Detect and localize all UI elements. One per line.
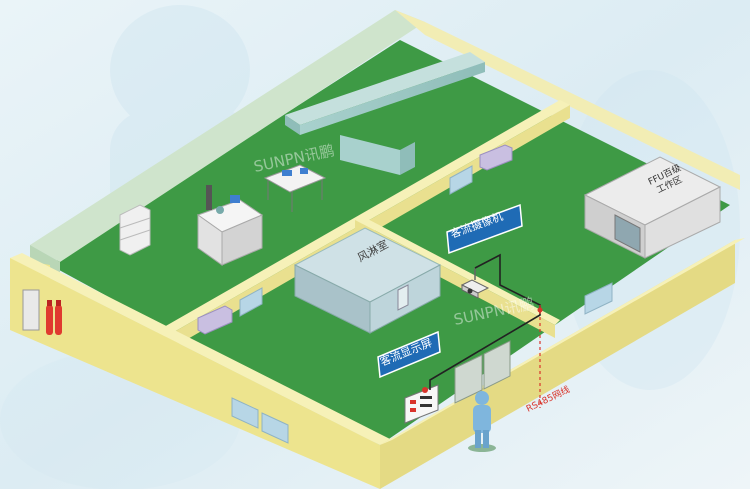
cable-lines: [429, 253, 543, 408]
worker-icon: [468, 391, 496, 452]
partition-wall-short: [355, 215, 560, 325]
front-windows: [231, 282, 613, 444]
wall-box-left: [197, 305, 233, 335]
lab-bench-icon: [196, 185, 264, 266]
back-wall-right: [395, 10, 740, 190]
entrance-door: [454, 340, 511, 404]
wall-box-right: [479, 144, 513, 171]
fire-extinguisher-icon: [22, 289, 62, 335]
back-wall-left: [30, 10, 425, 262]
partition-windows: [239, 165, 473, 317]
front-wall-right: [380, 240, 735, 489]
air-shower-room: 风淋室: [293, 227, 442, 334]
counter-camera-callout: 客流摄像机: [446, 203, 523, 255]
ffu-area: FFU百级 工作区: [583, 156, 722, 259]
display-panel-icon: [404, 384, 439, 424]
camera-icon: [460, 268, 490, 299]
storage-shelf: [119, 204, 151, 256]
ceiling-duct: [285, 52, 485, 175]
lab-table: [263, 164, 327, 212]
